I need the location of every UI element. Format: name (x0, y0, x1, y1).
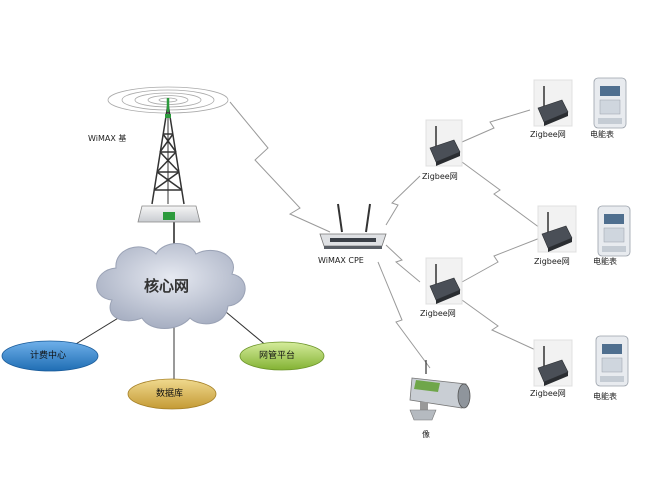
wireless-link-cpe-gw2 (385, 244, 421, 283)
zigbee-module-icon (533, 79, 573, 127)
electric-meter-3 (595, 335, 629, 387)
wireless-link-cpe-camera (377, 261, 431, 369)
zigbee-node-2 (537, 205, 577, 253)
zigbee-gateway-1-label: Zigbee网 (422, 172, 458, 181)
wimax-tower-label: WiMAX 基 (88, 134, 127, 143)
electric-meter-icon (595, 335, 629, 387)
nms-platform-label: 网管平台 (259, 351, 296, 361)
billing-center-label: 计费中心 (30, 351, 67, 361)
zigbee-gateway-2-label: Zigbee网 (420, 309, 456, 318)
wireless-link-cpe-gw1 (385, 175, 421, 226)
zigbee-module-icon (533, 339, 573, 387)
zigbee-gateway-2 (425, 257, 463, 305)
zigbee-node-1-label: Zigbee网 (530, 130, 566, 139)
wireless-link-gw1-node1 (461, 109, 531, 143)
electric-meter-icon (593, 77, 627, 129)
cloud-icon (96, 243, 246, 329)
electric-meter-1 (593, 77, 627, 129)
surveillance-camera-icon (409, 360, 471, 421)
database-node (127, 378, 217, 410)
wireless-link-gw2-node3 (461, 299, 541, 353)
meter-2-label: 电能表 (593, 257, 617, 266)
nms-platform-node (239, 341, 325, 371)
links (65, 101, 541, 382)
zigbee-node-3-label: Zigbee网 (530, 389, 566, 398)
zigbee-node-1 (533, 79, 573, 127)
camera-label: 像 (422, 430, 430, 439)
wimax-cpe-label: WiMAX CPE (318, 256, 364, 265)
surveillance-camera (409, 360, 471, 421)
zigbee-module-icon (425, 257, 463, 305)
zigbee-module-icon (537, 205, 577, 253)
radio-tower-icon (151, 98, 185, 205)
wimax-tower (107, 86, 229, 223)
database-label: 数据库 (156, 389, 184, 399)
zigbee-module-icon (425, 119, 463, 167)
wireless-router-icon (319, 203, 387, 249)
meter-1-label: 电能表 (590, 130, 614, 139)
core-network-label: 核心网 (144, 277, 190, 295)
zigbee-node-2-label: Zigbee网 (534, 257, 570, 266)
zigbee-gateway-1 (425, 119, 463, 167)
electric-meter-2 (597, 205, 631, 257)
billing-center-node (1, 340, 99, 372)
meter-3-label: 电能表 (593, 392, 617, 401)
electric-meter-icon (597, 205, 631, 257)
wireless-link-gw2-node2 (461, 237, 541, 283)
zigbee-node-3 (533, 339, 573, 387)
wireless-link-gw1-node2 (461, 161, 541, 229)
wireless-link-tower-cpe (229, 101, 331, 233)
core-network-cloud (96, 243, 246, 329)
base-station-box-icon (137, 205, 201, 223)
